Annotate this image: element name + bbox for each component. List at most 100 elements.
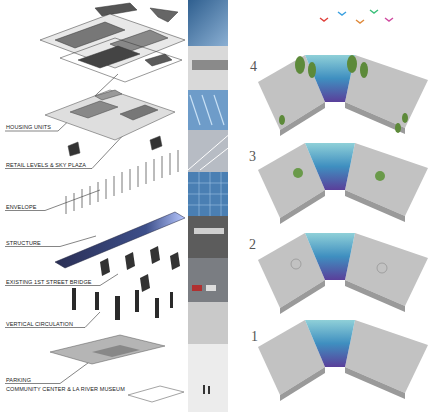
channel-bank [280,190,325,224]
stair-core [170,292,173,308]
bridge-pier [100,258,110,276]
bridge-pier [150,246,160,264]
stage-number: 1 [251,330,258,344]
shrub [293,168,303,178]
planting-ring [291,259,301,269]
photo [188,258,232,302]
bridge-pier [125,252,135,270]
housing-block [78,46,140,68]
photo [192,285,202,291]
channel-bank [345,102,405,134]
stage-number: 2 [249,238,256,252]
retail-block [68,142,80,156]
housing-slab [150,8,178,22]
retail-block [95,90,122,100]
parking-slab [50,335,165,364]
bridge-pier [140,274,150,292]
bridge-layer [100,246,180,292]
shrub [375,171,385,181]
retail-layer [45,90,175,156]
housing-slab [95,3,137,16]
leader-line [5,236,96,247]
bird [320,18,328,21]
bird [385,18,393,21]
layer-label: EXISTING 1ST STREET BRIDGE [5,279,93,285]
photo [188,302,232,344]
river-water [305,320,355,367]
channel-stage [258,143,428,224]
photo [206,285,216,291]
photo [188,46,232,90]
housing-slab [60,38,182,82]
layer-label: HOUSING UNITS [5,124,52,130]
bird [356,20,364,23]
photo [188,130,232,172]
channel-bank [280,367,325,401]
channel-bank [345,190,405,222]
stage-number: 4 [250,60,257,74]
photo [188,172,232,216]
leader-line [5,190,100,211]
channel-bank [345,280,405,312]
photo-strip [188,0,232,412]
housing-layer [40,3,185,82]
layer-label: PARKING [5,377,32,383]
leader-line [5,360,92,384]
layer-label: STRUCTURE [5,240,42,246]
channel-bank [345,320,428,393]
photo [208,386,210,394]
stage-number: 3 [249,150,256,164]
stair-core [155,298,159,318]
stair-core [135,290,139,312]
stair-core [72,288,76,310]
stair-core [115,296,120,320]
channel-stage [258,233,428,314]
photo-margin [228,0,232,412]
plant [347,55,357,73]
planting-ring [377,263,387,273]
bird [338,12,346,15]
photo [194,228,224,234]
photo [188,90,232,130]
structure-beam [55,212,185,268]
channel-bank [280,280,325,314]
vegetation [279,55,408,133]
photo [188,132,232,170]
photo [203,385,205,394]
channel-stage [258,320,428,401]
layer-label: RETAIL LEVELS & SKY PLAZA [5,162,87,168]
leader-line [5,274,118,286]
channel-stage [258,10,428,136]
channel-bank [258,55,325,130]
photo [188,0,232,46]
photo [192,60,228,70]
parking-block [92,345,140,357]
retail-block [120,105,158,120]
river-water [305,233,355,280]
channel-bank [345,233,428,306]
birds [320,10,393,23]
channel-bank [345,143,428,216]
channel-bank [280,102,325,136]
photo [188,172,232,216]
photo [188,216,232,258]
photo [190,95,224,125]
retail-block [70,101,118,118]
circulation-layer [72,288,173,320]
bridge-pier [170,252,180,270]
channel-bank [345,367,405,399]
channel-bank [345,55,428,128]
retail-block [150,136,162,150]
river-water [305,143,355,190]
housing-block [145,54,172,66]
plant [395,123,401,133]
layer-label: COMMUNITY CENTER & LA RIVER MUSEUM [5,386,126,392]
plant [402,113,408,123]
photo [188,344,232,412]
retail-slab [45,90,175,140]
envelope-fins [66,150,178,214]
layer-label: ENVELOPE [5,204,37,210]
